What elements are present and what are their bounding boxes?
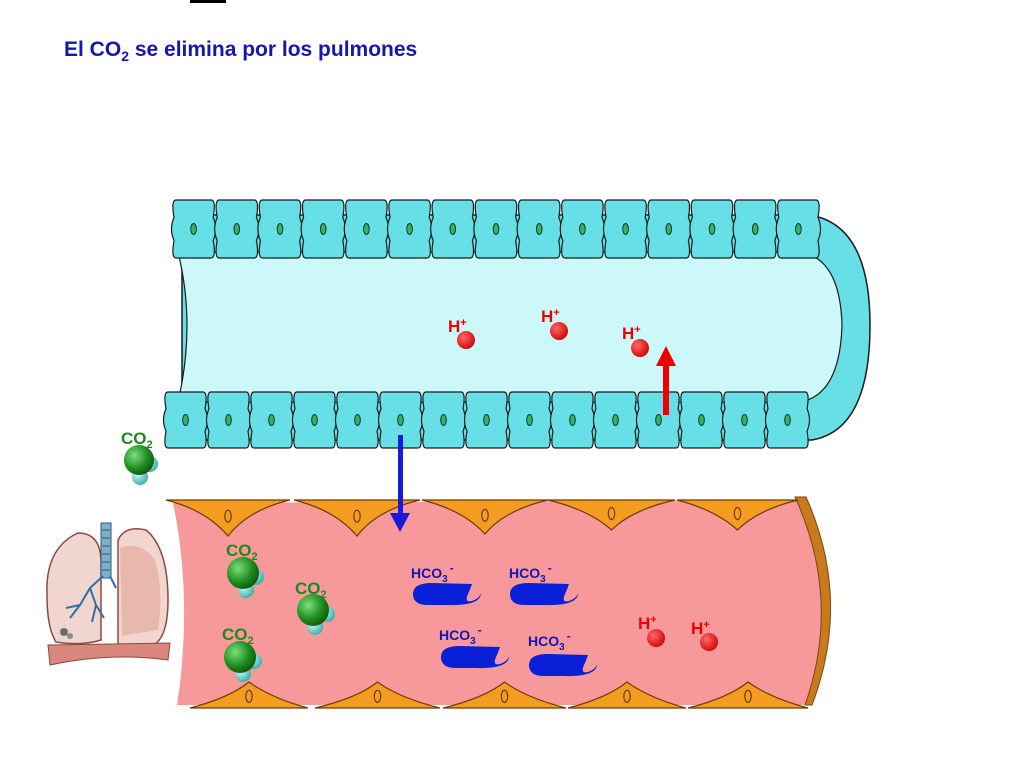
endothelial-cell	[442, 681, 567, 709]
bicarbonate-ion-icon: HCO3-	[528, 629, 597, 677]
tubular-cell	[689, 199, 735, 259]
svg-text:H+: H+	[622, 324, 641, 343]
tubular-cell	[764, 391, 811, 449]
svg-text:HCO3-: HCO3-	[509, 561, 552, 585]
svg-text:HCO3-: HCO3-	[528, 629, 571, 653]
svg-text:H+: H+	[691, 619, 710, 638]
endothelial-cell	[189, 681, 309, 709]
tubular-cell	[214, 199, 260, 259]
svg-text:H+: H+	[541, 307, 560, 326]
tubular-cell	[386, 199, 433, 259]
tubular-cell	[257, 199, 303, 259]
tubular-cell	[506, 391, 553, 449]
tubular-cell	[721, 391, 768, 449]
tubular-cell	[170, 199, 217, 259]
endothelial-cell	[567, 681, 687, 709]
tubular-cell	[291, 391, 338, 449]
tubular-cell	[732, 199, 778, 259]
tubular-cell	[343, 199, 390, 259]
endothelial-cells-bottom	[189, 681, 809, 709]
lungs-icon	[46, 522, 171, 666]
svg-text:CO2: CO2	[222, 625, 254, 647]
endothelial-cell	[165, 499, 291, 537]
svg-text:H+: H+	[448, 317, 467, 336]
tubular-cell	[635, 391, 682, 449]
bicarbonate-ion-icon: HCO3-	[439, 623, 509, 669]
endothelial-cell	[421, 499, 549, 535]
svg-text:HCO3-: HCO3-	[411, 561, 454, 585]
tubular-cell	[205, 391, 252, 449]
hydrogen-ion: H+	[541, 307, 568, 340]
title-text-end: se elimina por los pulmones	[128, 38, 418, 61]
tubule-cells-bottom	[162, 391, 811, 449]
tubular-cell	[430, 199, 476, 259]
blood-capillary	[165, 496, 832, 709]
capillary-cut-edge	[167, 502, 185, 706]
endothelial-cells-top	[165, 499, 799, 537]
tubular-cell	[559, 199, 606, 259]
tubular-cell	[592, 391, 639, 449]
endothelial-cell	[293, 499, 421, 537]
tubular-cell	[463, 391, 510, 449]
hydrogen-ion: H+	[691, 619, 718, 651]
svg-text:CO2: CO2	[226, 541, 258, 563]
endothelial-cell	[687, 681, 809, 709]
svg-text:HCO3-: HCO3-	[439, 623, 482, 647]
co2-molecule-icon: CO2	[222, 625, 262, 682]
tubular-cell	[602, 199, 649, 259]
svg-text:H+: H+	[638, 614, 657, 633]
tubular-cell	[162, 391, 209, 449]
renal-tubule	[162, 199, 871, 449]
tubular-cell	[646, 199, 692, 259]
tubular-cell	[377, 391, 424, 449]
top-bar	[190, 0, 226, 3]
bicarbonate-ion-icon: HCO3-	[411, 561, 481, 606]
title-subscript: 2	[121, 48, 129, 65]
endothelial-cell	[547, 499, 676, 531]
tubular-cell	[516, 199, 562, 259]
tubular-cell	[420, 391, 467, 449]
tubular-cell	[549, 391, 596, 449]
hydrogen-ion: H+	[638, 614, 665, 647]
bicarbonate-ion-icon: HCO3-	[509, 561, 578, 606]
tubular-cell	[300, 199, 346, 259]
capillary-blood	[168, 500, 824, 705]
co2-molecule-icon: CO2	[121, 429, 158, 485]
tubule-cells-top	[170, 199, 822, 259]
tubular-cell	[248, 391, 295, 449]
svg-text:CO2: CO2	[121, 429, 153, 451]
tubular-cell	[775, 199, 822, 259]
absorption-arrow	[390, 435, 410, 532]
co2-molecule-icon: CO2	[226, 541, 264, 598]
co2-molecule-icon: CO2	[295, 579, 335, 635]
tubular-cell	[473, 199, 519, 259]
tubular-cell	[334, 391, 381, 449]
page-title: El CO2 se elimina por los pulmones	[64, 38, 417, 64]
hydrogen-ion: H+	[448, 317, 475, 349]
hydrogen-ion: H+	[622, 324, 649, 357]
endothelial-cell	[314, 681, 441, 709]
svg-text:CO2: CO2	[295, 579, 327, 601]
title-text-start: El CO	[64, 38, 122, 61]
secretion-arrow	[656, 346, 676, 415]
tubule-lumen	[177, 251, 843, 403]
tubular-cell	[678, 391, 725, 449]
endothelial-cell	[676, 499, 799, 531]
capillary-wall	[794, 496, 832, 706]
